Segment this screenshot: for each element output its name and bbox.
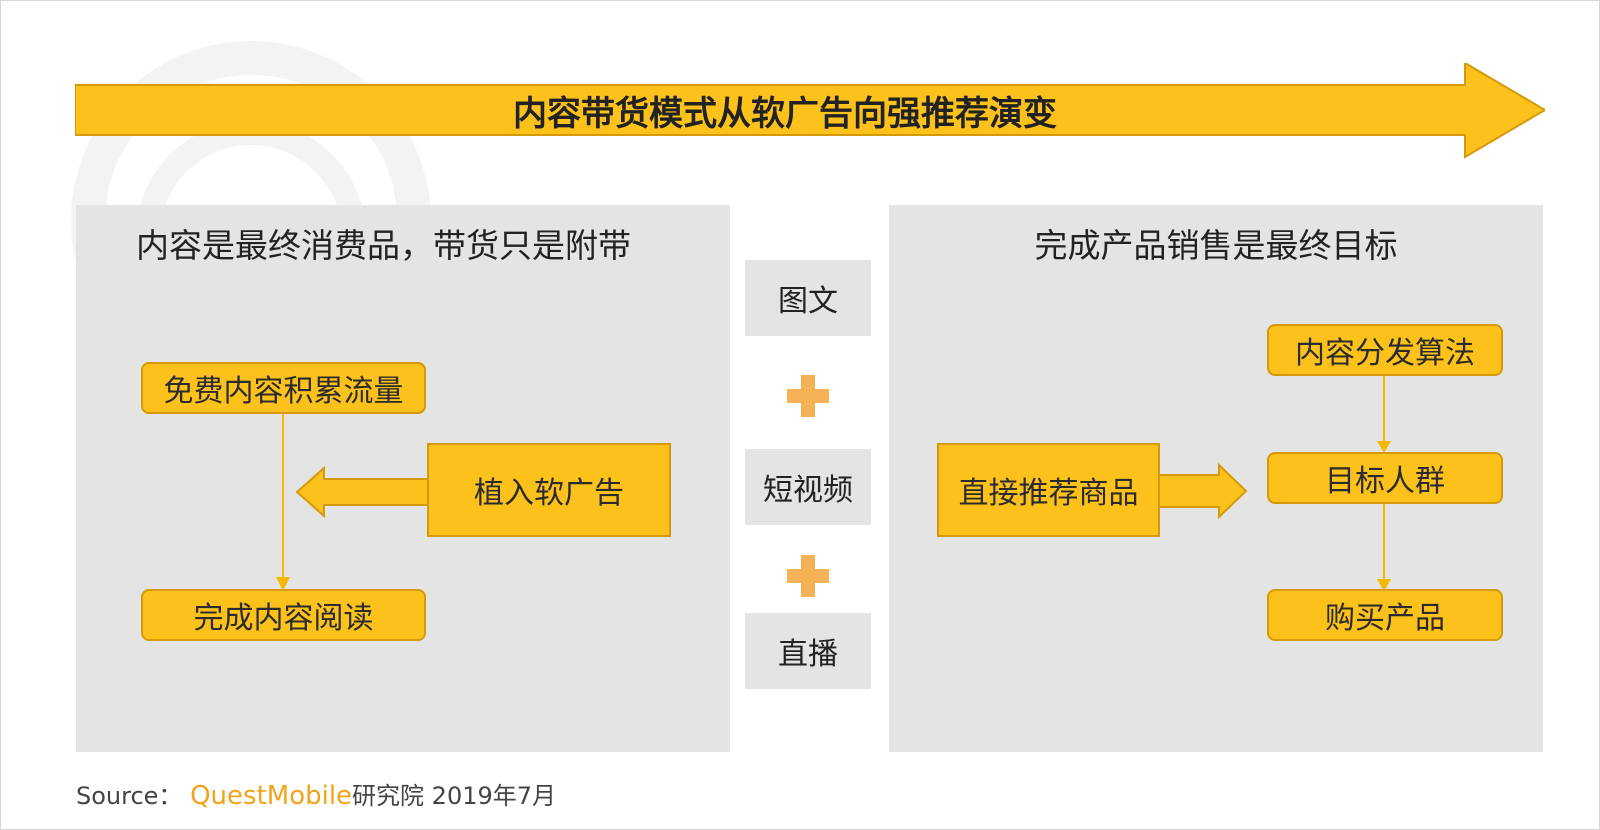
right-panel-title: 完成产品销售是最终目标 bbox=[1034, 226, 1398, 265]
free-content-box: 免费内容积累流量 bbox=[141, 362, 426, 414]
right-block-arrow bbox=[1158, 462, 1248, 520]
source-brand: QuestMobile bbox=[190, 781, 353, 811]
right-connector-arrowhead-1 bbox=[1377, 441, 1391, 453]
banner-title: 内容带货模式从软广告向强推荐演变 bbox=[513, 94, 1057, 134]
format-short-video: 短视频 bbox=[745, 449, 871, 525]
purchase-box: 购买产品 bbox=[1267, 589, 1503, 641]
target-audience-box: 目标人群 bbox=[1267, 452, 1503, 504]
left-connector-arrowhead bbox=[276, 577, 290, 591]
soft-ad-box: 植入软广告 bbox=[427, 443, 671, 537]
content-read-box: 完成内容阅读 bbox=[141, 589, 426, 641]
source-rest: 研究院 2019年7月 bbox=[352, 782, 557, 810]
algorithm-box: 内容分发算法 bbox=[1267, 324, 1503, 376]
source-note: Source： QuestMobile研究院 2019年7月 bbox=[76, 776, 556, 811]
format-live-stream: 直播 bbox=[745, 613, 871, 689]
right-connector-arrowhead-2 bbox=[1377, 579, 1391, 591]
source-label: Source： bbox=[76, 782, 183, 810]
left-block-arrow bbox=[295, 463, 430, 519]
direct-recommend-box: 直接推荐商品 bbox=[937, 443, 1160, 537]
plus-icon bbox=[787, 555, 829, 597]
plus-icon bbox=[787, 375, 829, 417]
banner-arrow bbox=[75, 63, 1545, 159]
format-graphic-text: 图文 bbox=[745, 260, 871, 336]
left-panel-title: 内容是最终消费品，带货只是附带 bbox=[136, 226, 631, 265]
